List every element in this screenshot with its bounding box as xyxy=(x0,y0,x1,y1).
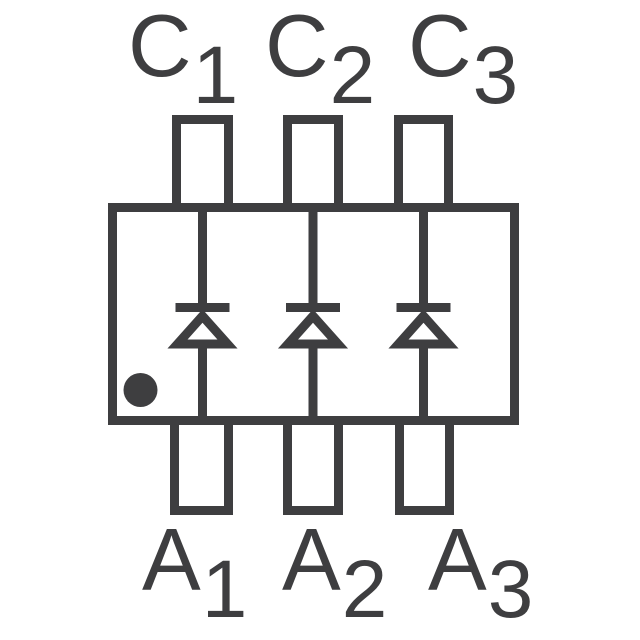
pin-letter: C xyxy=(408,0,473,95)
bottom-pin-a3 xyxy=(395,416,454,515)
pin-letter: C xyxy=(128,0,193,95)
pin-subscript: 3 xyxy=(472,30,520,121)
pin-subscript: 2 xyxy=(329,30,377,121)
pin-subscript: 3 xyxy=(487,544,535,635)
pin-subscript: 2 xyxy=(341,544,389,635)
pin-letter: C xyxy=(265,0,330,95)
pin1-indicator-dot xyxy=(123,373,158,407)
cathode-label-3: C3 xyxy=(408,2,519,117)
pin-subscript: 1 xyxy=(201,544,249,635)
top-pin-c1 xyxy=(172,115,233,212)
pin-subscript: 1 xyxy=(192,30,240,121)
cathode-label-2: C2 xyxy=(265,2,376,117)
bottom-pin-a2 xyxy=(283,416,343,515)
diode-symbol-2 xyxy=(277,207,349,421)
diode-symbol-1 xyxy=(167,207,238,421)
anode-label-2: A2 xyxy=(282,516,388,631)
pin-letter: A xyxy=(428,510,488,609)
top-pin-c3 xyxy=(394,115,453,212)
anode-label-1: A1 xyxy=(142,516,248,631)
cathode-label-1: C1 xyxy=(128,2,239,117)
pin-letter: A xyxy=(282,510,342,609)
anode-label-3: A3 xyxy=(428,516,534,631)
bottom-pin-a1 xyxy=(170,416,233,515)
diode-symbol-3 xyxy=(388,207,459,421)
pin-letter: A xyxy=(142,510,202,609)
top-pin-c2 xyxy=(283,115,343,212)
